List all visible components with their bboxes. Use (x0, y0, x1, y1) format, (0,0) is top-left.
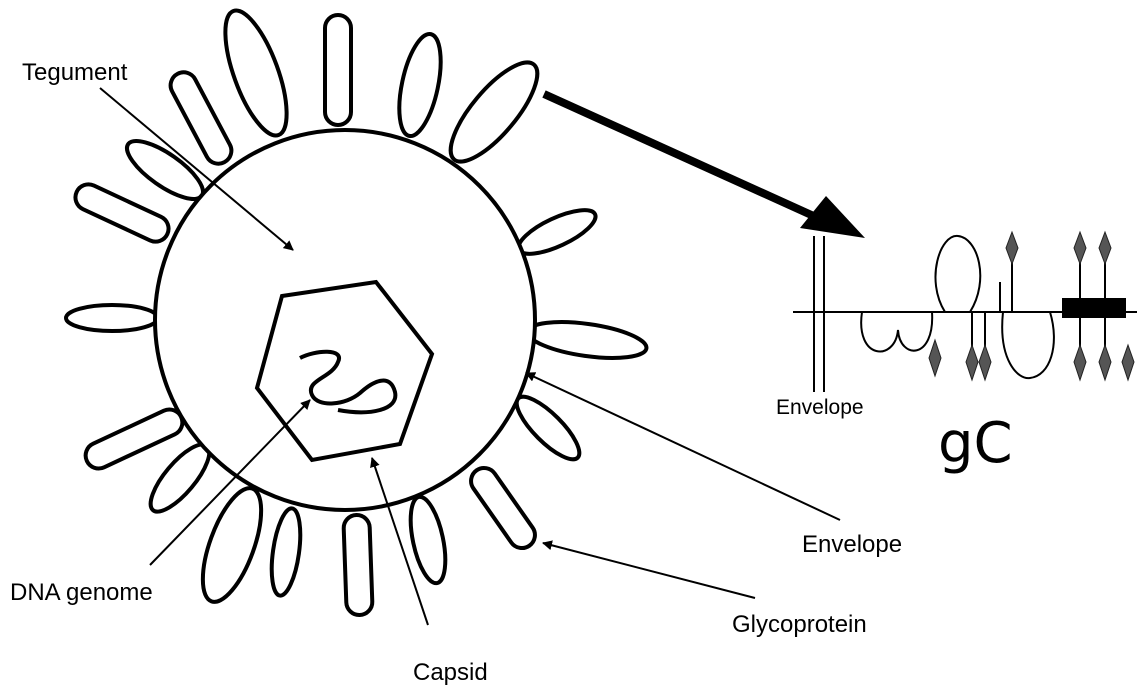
glycoprotein-label: Glycoprotein (732, 611, 867, 638)
spike (525, 316, 648, 364)
capsid-label: Capsid (413, 659, 488, 686)
transmembrane-domain (1062, 298, 1126, 318)
spike (213, 3, 299, 142)
spike (466, 463, 540, 553)
tegument-label: Tegument (22, 59, 128, 86)
spike (71, 180, 173, 246)
spike (81, 405, 186, 473)
spike (66, 305, 158, 331)
spike (343, 515, 372, 616)
glycan-diamond (1099, 232, 1111, 264)
spike (513, 202, 601, 263)
dna-genome-label: DNA genome (10, 579, 153, 606)
spike (267, 507, 305, 598)
spike (325, 15, 351, 125)
gc-loop (935, 236, 980, 312)
glycan-diamond (979, 345, 991, 380)
gc-label: gC (938, 411, 1013, 476)
glycan-diamond (929, 340, 941, 376)
spike (191, 481, 273, 609)
spike (508, 388, 587, 467)
glycan-diamond (1006, 232, 1018, 264)
envelope-inset-label: Envelope (776, 396, 864, 419)
glycan-diamond (1122, 345, 1134, 380)
glycan-diamond (966, 345, 978, 380)
envelope-label: Envelope (802, 531, 902, 558)
gc-structure-inset (793, 232, 1137, 392)
spike (392, 30, 449, 139)
spike (437, 50, 550, 173)
glycoprotein-pointer (543, 543, 755, 598)
glycan-diamond (1074, 232, 1086, 264)
glycan-diamond (1099, 345, 1111, 380)
glycan-diamond (1074, 345, 1086, 380)
gc-loop (1002, 312, 1054, 378)
gc-loop (861, 312, 932, 351)
